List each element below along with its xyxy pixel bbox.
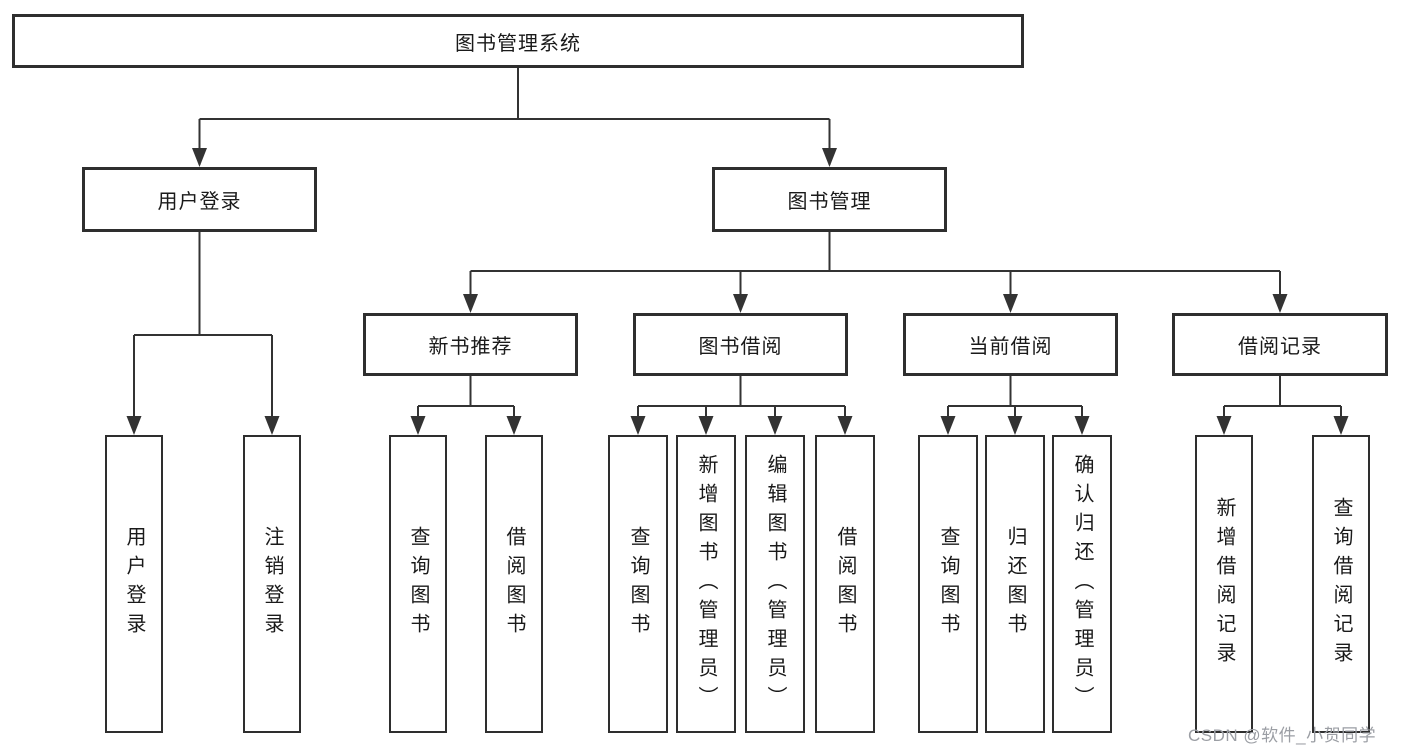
node-user-login: 用户登录	[82, 167, 317, 232]
leaf-user-login: 用户登录	[105, 435, 163, 733]
leaf-edit-books-admin: 编辑图书（管理员）	[745, 435, 805, 733]
leaf-query-books-recommend: 查询图书	[389, 435, 447, 733]
node-book-management: 图书管理	[712, 167, 947, 232]
leaf-query-borrow-record: 查询借阅记录	[1312, 435, 1370, 733]
leaf-logout: 注销登录	[243, 435, 301, 733]
leaf-confirm-return-admin: 确认归还（管理员）	[1052, 435, 1112, 733]
leaf-add-borrow-record: 新增借阅记录	[1195, 435, 1253, 733]
leaf-add-books-admin: 新增图书（管理员）	[676, 435, 736, 733]
leaf-query-books-current: 查询图书	[918, 435, 978, 733]
leaf-borrow-books-recommend: 借阅图书	[485, 435, 543, 733]
node-book-borrowing: 图书借阅	[633, 313, 848, 376]
node-root-system: 图书管理系统	[12, 14, 1024, 68]
node-current-borrowing: 当前借阅	[903, 313, 1118, 376]
leaf-query-books-borrow: 查询图书	[608, 435, 668, 733]
arrowheads	[126, 148, 1349, 435]
node-new-book-recommend: 新书推荐	[363, 313, 578, 376]
watermark: CSDN @软件_小贺同学	[1188, 726, 1377, 745]
node-borrowing-records: 借阅记录	[1172, 313, 1388, 376]
leaf-return-books: 归还图书	[985, 435, 1045, 733]
leaf-borrow-books: 借阅图书	[815, 435, 875, 733]
